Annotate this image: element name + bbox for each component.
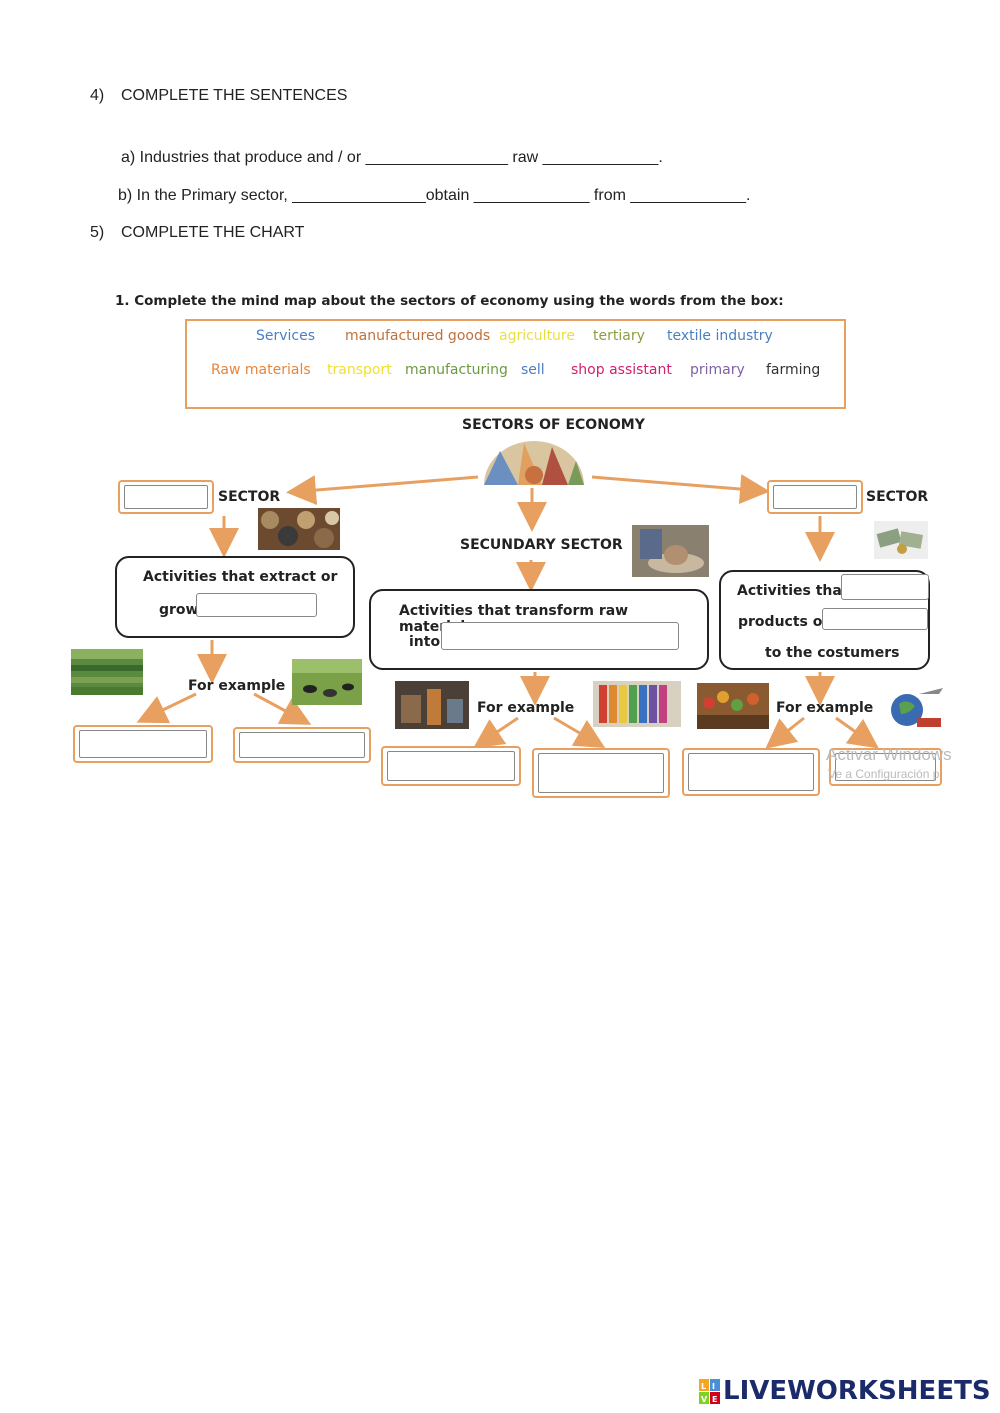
mindmap-instruction: 1. Complete the mind map about the secto… [115, 293, 784, 309]
mindmap-arrows [136, 474, 879, 749]
right-example-answer-1[interactable] [682, 748, 820, 796]
left-activities-box: Activities that extract or grow [115, 556, 355, 638]
left-sector-answer-box[interactable] [118, 480, 214, 514]
middle-for-example: For example [477, 700, 575, 716]
raw-materials-image [258, 508, 340, 550]
word-manufacturing: manufacturing [405, 362, 508, 378]
market-shop-image [697, 683, 769, 729]
middle-example-answer-2[interactable] [532, 748, 670, 798]
word-raw-materials: Raw materials [211, 362, 311, 378]
transport-globe-image [885, 684, 945, 732]
svg-text:V: V [701, 1395, 708, 1404]
word-services: Services [256, 328, 316, 344]
right-activities-text-3: to the costumers [765, 645, 900, 661]
sentence-b: b) In the Primary sector, ______________… [118, 187, 751, 204]
middle-activities-input[interactable] [441, 622, 679, 650]
left-activities-input[interactable] [196, 593, 317, 617]
money-image [874, 521, 928, 559]
left-for-example: For example [188, 678, 286, 694]
arrow-to-right-sector [591, 474, 770, 505]
question-4-title: COMPLETE THE SENTENCES [121, 87, 348, 104]
svg-text:E: E [712, 1395, 717, 1404]
word-box: Services manufactured goods agriculture … [185, 319, 846, 409]
word-shop-assistant: shop assistant [571, 362, 672, 378]
left-activities-text-1: Activities that extract or [143, 569, 338, 585]
left-sector-label: SECTOR [218, 489, 281, 505]
svg-text:L: L [701, 1382, 706, 1391]
mindmap-title: SECTORS OF ECONOMY [462, 417, 645, 433]
arrow-to-left-sector [286, 475, 479, 506]
liveworksheets-logo-text: LIVEWORKSHEETS [723, 1376, 991, 1406]
middle-activities-box: Activities that transform raw materials … [369, 589, 709, 670]
right-activities-text-1: Activities that [737, 583, 849, 599]
sentence-a: a) Industries that produce and / or ____… [121, 149, 663, 166]
textile-threads-image [593, 681, 681, 727]
word-agriculture: agriculture [499, 328, 575, 344]
middle-sector-label: SECUNDARY SECTOR [460, 537, 623, 553]
right-example-answer-2[interactable] [829, 748, 942, 786]
question-4-number: 4) [90, 87, 105, 104]
left-example-answer-2[interactable] [233, 727, 371, 763]
word-tertiary: tertiary [593, 328, 645, 344]
windows-activation-watermark-1: Activar Windows [826, 745, 952, 764]
economy-collage-image [480, 437, 588, 485]
middle-activities-text-2: into [409, 634, 441, 650]
word-sell: sell [521, 362, 545, 378]
cows-pasture-image [292, 659, 362, 705]
question-5-title: COMPLETE THE CHART [121, 224, 305, 241]
factory-image [395, 681, 469, 729]
right-sector-answer-box[interactable] [767, 480, 863, 514]
right-activities-input-1[interactable] [841, 574, 929, 600]
left-activities-text-2: grow [159, 602, 199, 618]
word-primary: primary [690, 362, 745, 378]
middle-example-answer-1[interactable] [381, 746, 521, 786]
right-activities-box: Activities that products or to the costu… [719, 570, 930, 670]
word-manufactured-goods: manufactured goods [345, 328, 491, 344]
right-activities-text-2: products or [738, 614, 830, 630]
windows-activation-watermark-2: Ve a Configuración p [828, 767, 940, 781]
liveworksheets-logo-icon: L I V E [699, 1379, 721, 1405]
word-farming: farming [766, 362, 821, 378]
right-for-example: For example [776, 700, 874, 716]
word-textile-industry: textile industry [667, 328, 773, 344]
right-activities-input-2[interactable] [822, 608, 928, 630]
right-sector-label: SECTOR [866, 489, 929, 505]
left-example-answer-1[interactable] [73, 725, 213, 763]
word-transport: transport [327, 362, 392, 378]
svg-text:I: I [712, 1382, 715, 1391]
question-5-number: 5) [90, 224, 105, 241]
farm-fields-image [71, 649, 143, 695]
pottery-image [632, 525, 709, 577]
